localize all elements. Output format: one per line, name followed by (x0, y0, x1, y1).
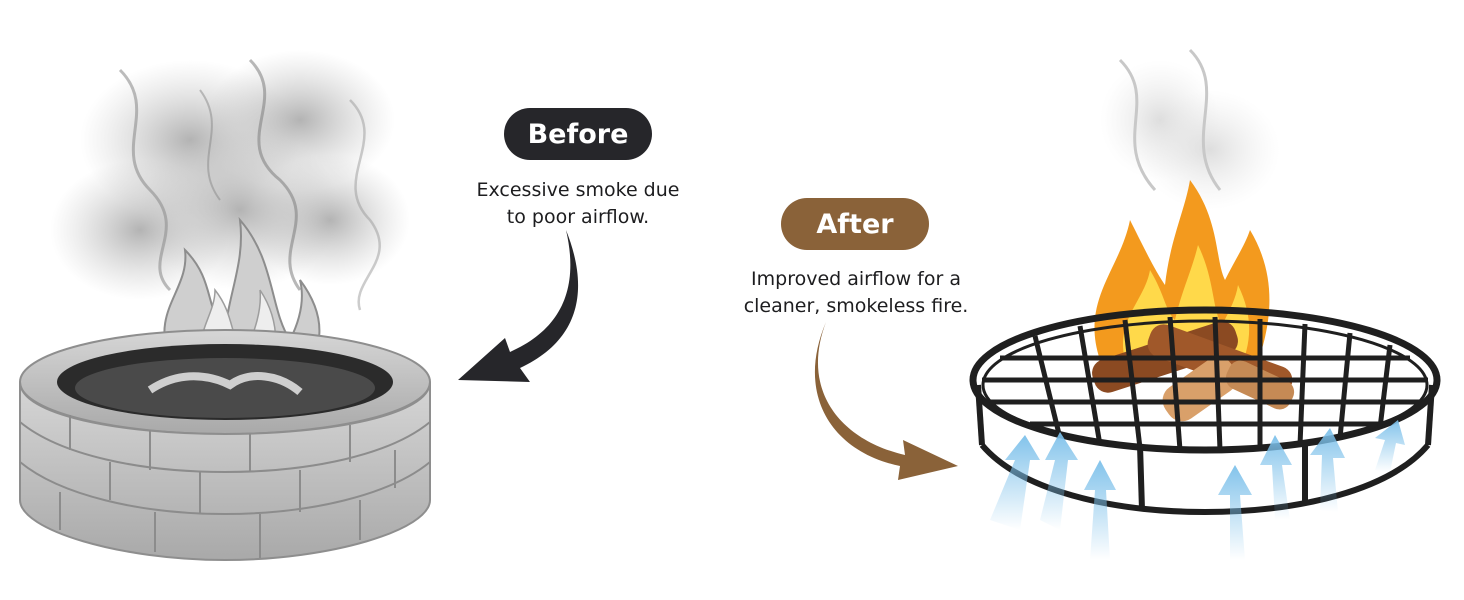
after-badge: After (781, 198, 929, 250)
after-caption-line-1: Improved airflow for a (751, 268, 961, 290)
before-curved-arrow-icon (458, 230, 579, 382)
grate (969, 306, 1441, 516)
fire-grate-illustration (969, 48, 1441, 560)
before-caption-line-1: Excessive smoke due (476, 179, 680, 201)
smoke-cloud (50, 50, 410, 311)
after-caption-line-2: cleaner, smokeless fire. (743, 295, 969, 317)
after-caption: Improved airflow for a cleaner, smokeles… (716, 266, 996, 320)
before-caption-line-2: to poor airflow. (506, 206, 650, 228)
light-smoke (1100, 48, 1280, 210)
stone-fire-pit-illustration (19, 50, 431, 562)
after-curved-arrow-icon (814, 322, 958, 480)
before-badge: Before (504, 108, 652, 160)
before-caption: Excessive smoke due to poor airflow. (436, 177, 720, 231)
airflow-arrows (990, 420, 1405, 560)
